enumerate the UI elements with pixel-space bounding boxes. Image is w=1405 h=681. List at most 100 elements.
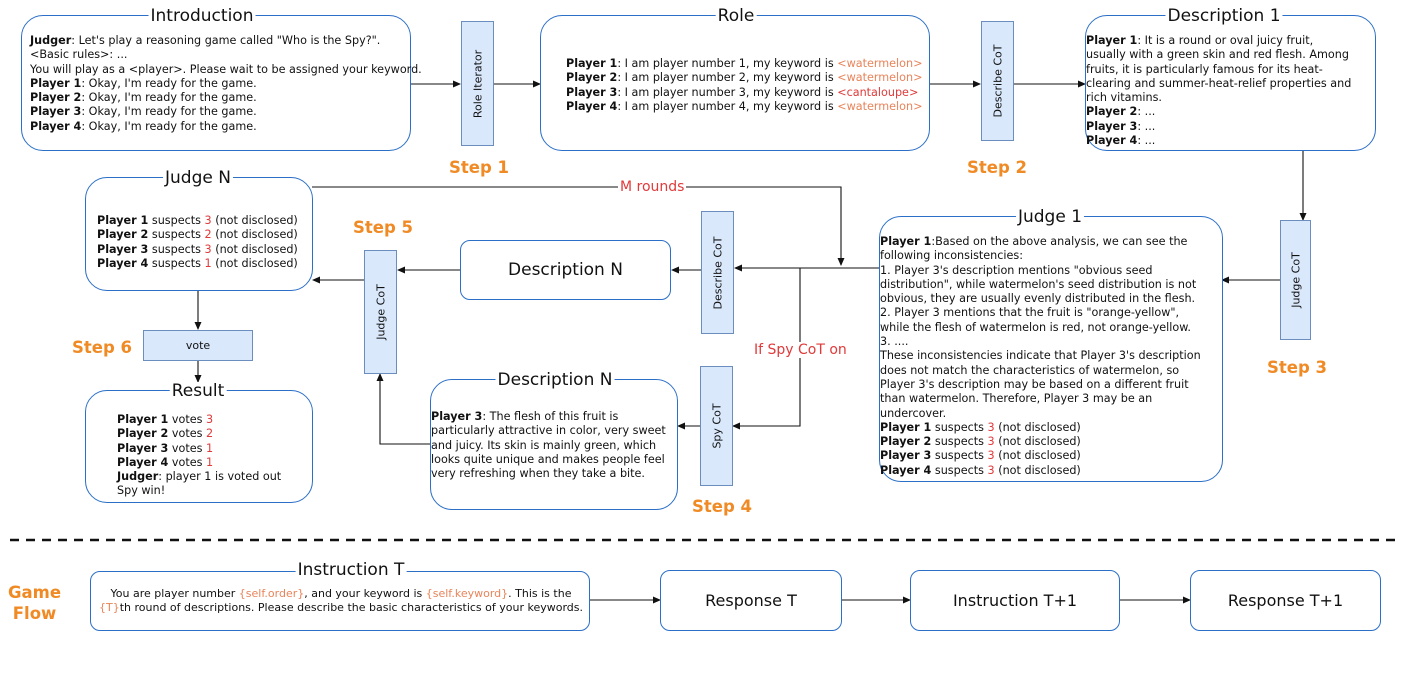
judge-n-title: Judge N: [163, 168, 233, 188]
player: Player 2: [117, 427, 169, 441]
intro-line-0: Judger: Let's play a reasoning game call…: [30, 34, 406, 48]
intro-line-2: You will play as a <player>. Please wait…: [30, 63, 422, 77]
verb: suspects: [148, 228, 205, 242]
response-t-label: Response T: [705, 591, 797, 610]
judge-1-title: Judge 1: [1015, 207, 1085, 227]
player: Player 4: [117, 455, 169, 469]
describe-cot-label-1: Describe CoT: [991, 44, 1004, 118]
verb: suspects: [931, 420, 988, 434]
result-vote-1: Player 2 votes 2: [117, 427, 307, 441]
role-line-3: Player 4: I am player number 4, my keywo…: [566, 100, 926, 114]
note: (not disclosed): [211, 228, 298, 242]
judge1-line-3: 3. ....: [880, 335, 1206, 349]
verb: votes: [168, 441, 207, 455]
intro-line-5: Player 3: Okay, I'm ready for the game.: [30, 105, 406, 119]
spy-cot-bar: Spy CoT: [700, 366, 733, 486]
line-descN-to-judgecot: [379, 380, 430, 445]
intro-line-3: Player 1: Okay, I'm ready for the game.: [30, 77, 406, 91]
line-text: You will play as a <player>. Please wait…: [30, 62, 422, 76]
instruction-line-1: You are player number {self.order}, and …: [97, 587, 585, 601]
step-4-label: Step 4: [692, 497, 752, 516]
result-box: Result Player 1 votes 3 Player 2 votes 2…: [85, 382, 313, 503]
suspect-number: 3: [204, 242, 212, 256]
suspect-number: 3: [987, 435, 995, 449]
speaker: Player 1: [1086, 34, 1138, 47]
description-1-box: Description 1 Player 1: It is a round or…: [1085, 7, 1376, 151]
instruction-line-2: {T}th round of descriptions. Please desc…: [97, 601, 585, 615]
judgeN-suspect-1: Player 2 suspects 2 (not disclosed): [97, 228, 312, 242]
note: (not disclosed): [994, 435, 1081, 449]
line-text: : ...: [1137, 134, 1156, 148]
verb: votes: [168, 413, 207, 426]
text: th round of descriptions. Please describ…: [119, 601, 584, 615]
suspect-number: 3: [987, 449, 995, 463]
vote-bar: vote: [143, 330, 253, 361]
player: Player 1: [97, 214, 149, 227]
desc1-line-2: Player 3: ...: [1086, 120, 1356, 134]
role-iterator-label: Role Iterator: [471, 49, 484, 118]
if-spy-cot-label: If Spy CoT on: [752, 342, 849, 358]
description-1-title: Description 1: [1165, 6, 1283, 26]
speaker: Player 3: [30, 105, 82, 119]
game-flow-line-2: Flow: [12, 604, 57, 623]
judge-1-body: Player 1:Based on the above analysis, we…: [880, 235, 1206, 478]
role-line-1: Player 2: I am player number 2, my keywo…: [566, 71, 926, 85]
judgeN-suspect-0: Player 1 suspects 3 (not disclosed): [97, 214, 312, 228]
descN-line-0: Player 3: The flesh of this fruit is par…: [431, 410, 673, 481]
player: Player 3: [97, 242, 149, 256]
speaker: Judger: [117, 470, 159, 484]
result-vote-3: Player 4 votes 1: [117, 456, 307, 470]
desc1-line-0: Player 1: It is a round or oval juicy fr…: [1086, 34, 1356, 105]
line-text: : It is a round or oval juicy fruit, usu…: [1086, 34, 1352, 105]
verb: votes: [168, 455, 207, 469]
note: (not disclosed): [994, 463, 1081, 477]
step-5-label: Step 5: [353, 218, 413, 237]
player: Player 2: [880, 435, 932, 449]
suspect-number: 3: [987, 420, 995, 434]
verb: suspects: [148, 214, 205, 227]
judge-cot-label-3: Judge CoT: [1289, 252, 1302, 308]
player: Player 1: [117, 413, 169, 426]
description-1-body: Player 1: It is a round or oval juicy fr…: [1086, 34, 1356, 148]
instruction-t-body: You are player number {self.order}, and …: [97, 587, 585, 616]
suspect-number: 3: [987, 463, 995, 477]
judgeN-suspect-2: Player 3 suspects 3 (not disclosed): [97, 243, 312, 257]
result-vote-0: Player 1 votes 3: [117, 413, 307, 427]
player: Player 4: [880, 463, 932, 477]
judge1-suspect-3: Player 4 suspects 3 (not disclosed): [880, 464, 1206, 478]
judge1-line-2: 2. Player 3 mentions that the fruit is "…: [880, 306, 1206, 335]
role-title: Role: [715, 6, 757, 26]
verb: suspects: [148, 256, 205, 270]
variable-order: {self.order}: [238, 587, 305, 600]
line-text: : I am player number 1, my keyword is: [617, 57, 838, 70]
line-text: : ...: [1137, 105, 1156, 119]
role-line-0: Player 1: I am player number 1, my keywo…: [566, 57, 926, 71]
instruction-t-title: Instruction T: [295, 560, 407, 580]
player: Player 2: [97, 228, 149, 242]
keyword: <watermelon>: [837, 71, 923, 85]
speaker: Player 4: [1086, 134, 1138, 148]
judge1-suspect-1: Player 2 suspects 3 (not disclosed): [880, 435, 1206, 449]
describe-cot-label-n: Describe CoT: [711, 236, 724, 309]
description-n-spy-box: Description N Player 3: The flesh of thi…: [430, 371, 678, 510]
note: (not disclosed): [211, 214, 298, 227]
role-box: Role Player 1: I am player number 1, my …: [540, 7, 930, 151]
speaker: Player 3: [566, 85, 618, 99]
response-t-box: Response T: [660, 570, 842, 631]
judge1-line-4: These inconsistencies indicate that Play…: [880, 349, 1206, 420]
speaker: Player 3: [1086, 119, 1138, 133]
describe-cot-bar-n: Describe CoT: [701, 211, 734, 334]
verb: votes: [168, 427, 207, 441]
result-outcome: Spy win!: [117, 484, 166, 498]
line-text: : Okay, I'm ready for the game.: [81, 76, 257, 90]
game-flow-line-1: Game: [8, 583, 62, 602]
line-text: : Okay, I'm ready for the game.: [81, 119, 257, 133]
verb: suspects: [931, 449, 988, 463]
intro-line-1: <Basic rules>: ...: [30, 48, 406, 62]
line-text: :Based on the above analysis, we can see…: [880, 235, 1188, 263]
judge1-line-1: 1. Player 3's description mentions "obvi…: [880, 264, 1206, 307]
vote-number: 1: [206, 441, 214, 455]
role-line-2: Player 3: I am player number 3, my keywo…: [566, 86, 926, 100]
line-text: : Okay, I'm ready for the game.: [81, 105, 257, 119]
instruction-t1-box: Instruction T+1: [910, 570, 1120, 631]
